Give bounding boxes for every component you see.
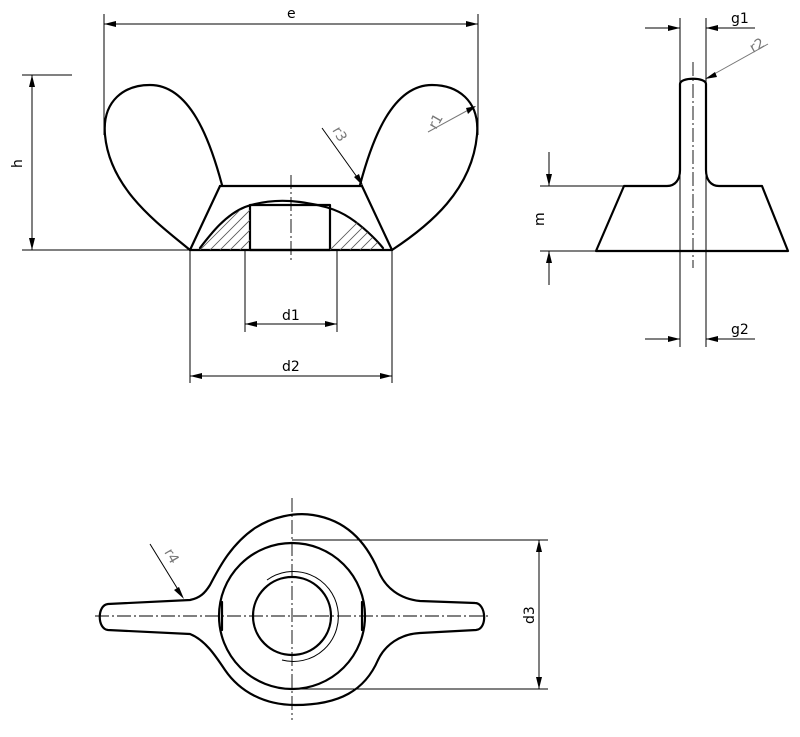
thread-arc — [266, 570, 339, 662]
label-r1: r1 — [426, 111, 447, 132]
label-g2: g2 — [731, 322, 749, 338]
right-wing-outline — [358, 83, 479, 252]
label-d3: d3 — [522, 606, 538, 624]
section-break-line — [198, 199, 385, 250]
dimension-h: h — [10, 74, 190, 251]
leader-r2: r2 — [705, 35, 769, 79]
label-r3: r3 — [329, 124, 350, 145]
label-h: h — [10, 159, 26, 168]
label-r2: r2 — [747, 35, 768, 56]
side-view-outline — [594, 77, 790, 253]
leader-r4: r4 — [149, 543, 184, 599]
label-g1: g1 — [731, 11, 749, 27]
dimension-d2: d2 — [189, 250, 393, 383]
leader-r1: r1 — [426, 106, 476, 133]
left-wing-outline — [103, 83, 224, 252]
label-e: e — [287, 6, 296, 22]
label-r4: r4 — [161, 546, 182, 567]
left-hatching — [195, 205, 250, 250]
dimension-m: m — [532, 152, 624, 285]
top-view-outline — [98, 513, 486, 707]
dimension-e: e — [103, 6, 479, 135]
right-hatching — [330, 205, 385, 250]
dimension-g1: g1 — [645, 11, 755, 84]
top-view — [95, 498, 490, 720]
dimension-g2: g2 — [645, 251, 755, 347]
dimension-d1: d1 — [244, 250, 338, 332]
label-d2: d2 — [282, 359, 300, 375]
bore-outline — [248, 203, 332, 252]
side-view — [594, 62, 790, 268]
front-view — [103, 83, 479, 262]
leader-r3: r3 — [321, 124, 363, 186]
label-m: m — [532, 212, 548, 226]
label-d1: d1 — [282, 308, 300, 324]
dimension-d3: d3 — [292, 539, 548, 690]
